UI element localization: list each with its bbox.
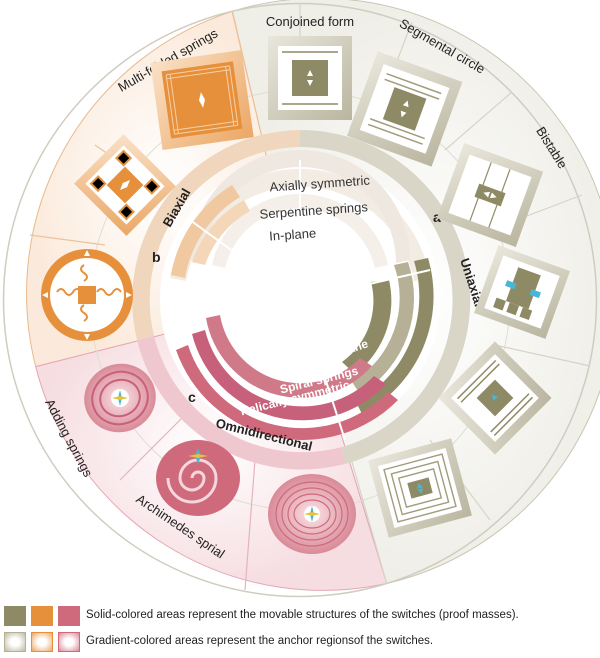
orange-solid-swatch <box>31 606 53 626</box>
uniaxial-band <box>300 129 471 465</box>
omnidirectional-band <box>137 336 345 470</box>
pink-gradient-swatch <box>58 632 80 652</box>
group-letter-b: b <box>152 249 161 265</box>
spiral-pink-arc <box>206 315 372 398</box>
in-plane-label: In-plane <box>269 225 317 243</box>
legend-solid-text: Solid-colored areas represent the movabl… <box>86 609 519 621</box>
axially-symmetric-label: Axially symmetric <box>269 172 371 194</box>
biaxial-band <box>132 130 300 340</box>
in-plane-springs-tile <box>438 341 552 455</box>
helical-concentric-tile <box>268 474 356 554</box>
multi-folded-springs-tile <box>150 50 254 150</box>
olive-gradient-swatch <box>4 632 26 652</box>
adding-springs-tile <box>84 363 156 433</box>
legend-gradient-text: Gradient-colored areas represent the anc… <box>86 635 434 647</box>
olive-solid-swatch <box>4 606 26 626</box>
biaxial-folded-tile <box>74 134 176 236</box>
legend-solid-row: Solid-colored areas represent the movabl… <box>0 604 600 632</box>
group-letter-a: a <box>433 209 441 225</box>
biaxial-ring-tile <box>41 249 133 341</box>
legend-gradient-row: Gradient-colored areas represent the anc… <box>0 630 600 658</box>
switch-classification-diagram: Axially symmetric Serpentine springs In-… <box>2 0 600 598</box>
conjoined-form-label: Conjoined form <box>266 14 354 29</box>
orange-gradient-swatch <box>31 632 53 652</box>
archimedes-spiral-tile <box>156 440 240 516</box>
bistable-tile <box>436 143 544 247</box>
segmental-circle-tile <box>346 51 463 167</box>
conjoined-form-tile <box>268 36 352 120</box>
biaxial-orange-arc <box>171 185 240 278</box>
out-of-plane-olive-arc <box>342 280 392 374</box>
in-plane-cross-tile <box>473 245 571 339</box>
group-letter-c: c <box>188 389 196 405</box>
pink-solid-swatch <box>58 606 80 626</box>
out-of-plane-tile <box>368 438 472 538</box>
